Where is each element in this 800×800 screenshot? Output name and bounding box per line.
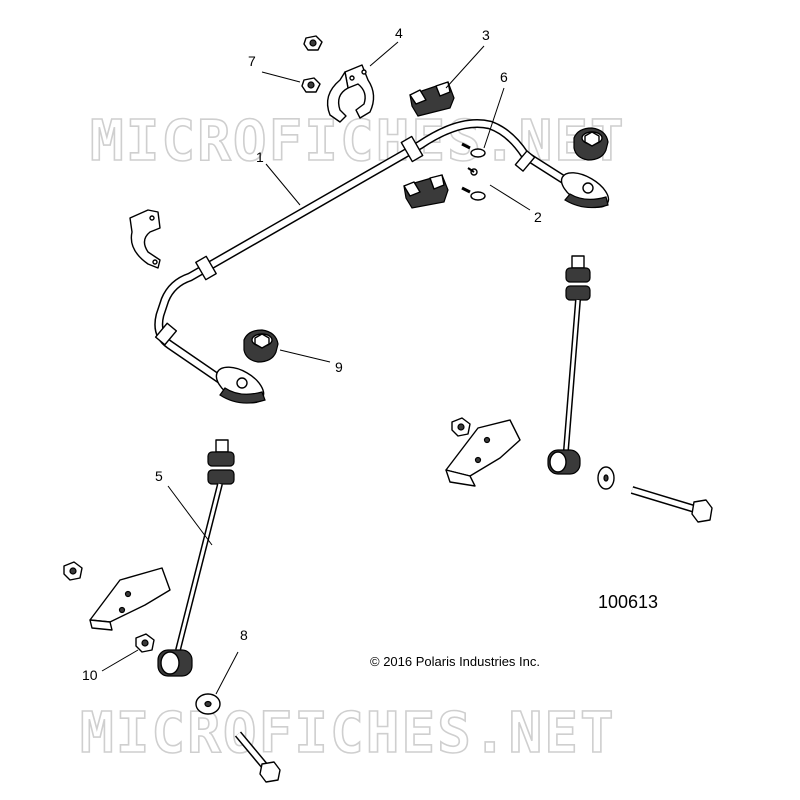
- callout-1: 1: [256, 149, 264, 165]
- screw-6: [461, 142, 486, 158]
- bolt-8: [234, 731, 281, 783]
- leader-lines: [101, 41, 531, 695]
- nut-10: [135, 633, 155, 653]
- nut-7: [301, 77, 321, 93]
- copyright-notice: © 2016 Polaris Industries Inc.: [370, 654, 540, 669]
- watermark-bottom: MICROFICHES.NET: [80, 701, 616, 766]
- washer-right: [597, 466, 615, 490]
- bushing-clamp-lower: [129, 209, 161, 269]
- screw-2: [461, 186, 486, 201]
- callout-7: 7: [248, 53, 256, 69]
- link-rod-right: [547, 255, 591, 475]
- callout-2: 2: [534, 209, 542, 225]
- callout-10: 10: [82, 667, 98, 683]
- pivot-bushing-right: [573, 127, 609, 161]
- nut-7-upper: [303, 35, 323, 51]
- callout-4: 4: [395, 25, 403, 41]
- stabilizer-bar: [154, 119, 610, 404]
- callout-6: 6: [500, 69, 508, 85]
- callout-9: 9: [335, 359, 343, 375]
- callout-3: 3: [482, 27, 490, 43]
- nut-bracket-left: [63, 561, 83, 581]
- figure-number: 100613: [598, 592, 658, 612]
- mount-bracket-right: [445, 419, 521, 487]
- bushing-clamp-upper: [326, 64, 375, 123]
- washer-8: [195, 693, 221, 715]
- link-rod-left: [157, 439, 235, 677]
- mount-bracket-left: [89, 567, 171, 631]
- nut-bracket-right: [451, 417, 471, 437]
- bolt-right: [630, 486, 713, 523]
- bushing-lower: [403, 174, 449, 209]
- grease-fitting-2: [467, 167, 478, 176]
- callout-5: 5: [155, 468, 163, 484]
- pivot-bushing-9: [243, 329, 279, 363]
- callout-8: 8: [240, 627, 248, 643]
- bushing-upper: [409, 81, 455, 117]
